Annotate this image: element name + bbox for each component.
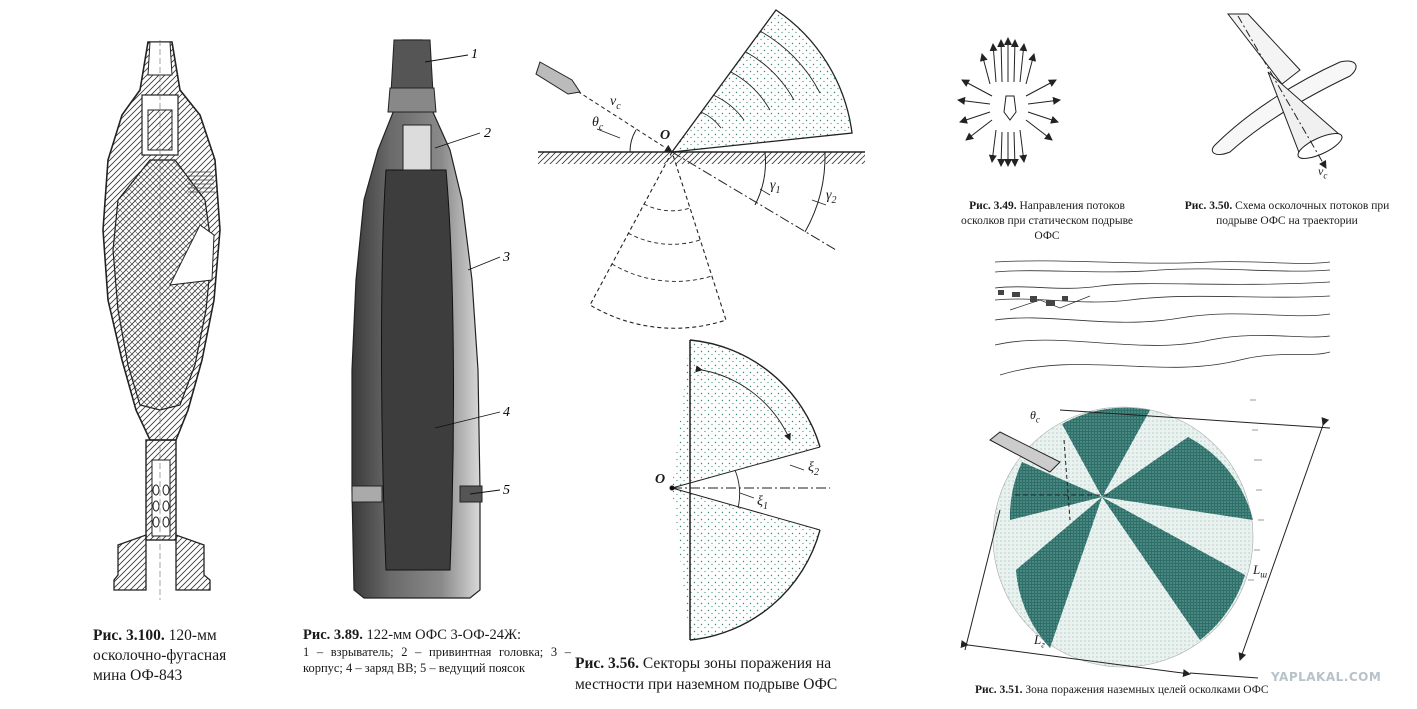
- zone-lr-label: Lг: [1034, 632, 1045, 650]
- trajectory-velocity-label: vc: [1318, 164, 1328, 181]
- shell-label-3: 3: [502, 250, 510, 265]
- shell-label-5: 5: [503, 483, 510, 498]
- shell-3of24zh-drawing: [351, 39, 501, 599]
- mine-of843-drawing: [102, 40, 221, 600]
- zone-theta-label: θc: [1030, 408, 1040, 425]
- caption-fig-3-51: Рис. 3.51. Зона поражения наземных целей…: [975, 684, 1269, 696]
- xi2-label: ξ2: [808, 460, 819, 478]
- velocity-label: vc: [610, 94, 621, 112]
- watermark: YAPLAKAL.COM: [1271, 670, 1382, 684]
- caption-fig-3-100: Рис. 3.100. 120-мм осколочно-фугасная ми…: [93, 627, 227, 684]
- gamma1-label: γ1: [770, 178, 781, 196]
- caption-fig-3-89-legend: 1 – взрыватель; 2 – привинтная головка; …: [303, 645, 571, 675]
- trajectory-burst-diagram: [1211, 13, 1357, 169]
- ground-damage-zone-drawing: [960, 260, 1331, 679]
- xi1-label: ξ1: [757, 494, 768, 512]
- shell-label-4: 4: [503, 405, 510, 420]
- shell-label-2: 2: [484, 126, 491, 141]
- static-burst-diagram: [957, 37, 1061, 167]
- theta-label: θc: [592, 115, 604, 133]
- caption-fig-3-49: Рис. 3.49. Направления потоков осколков …: [960, 200, 1134, 242]
- caption-fig-3-89: Рис. 3.89. 122-мм ОФС 3-ОФ-24Ж:1 – взрыв…: [303, 627, 571, 675]
- origin-label-top: O: [660, 128, 671, 143]
- shell-label-1: 1: [471, 47, 478, 62]
- gamma2-label: γ2: [826, 188, 837, 206]
- sector-plan-diagram: [669, 339, 830, 641]
- caption-fig-3-50: Рис. 3.50. Схема осколочных потоков при …: [1184, 200, 1390, 227]
- origin-label-plan: O: [655, 472, 666, 487]
- caption-fig-3-56: Рис. 3.56. Секторы зоны поражения на мес…: [575, 655, 838, 693]
- sector-side-diagram: [535, 9, 865, 329]
- zone-lm-label: Lш: [1253, 562, 1268, 580]
